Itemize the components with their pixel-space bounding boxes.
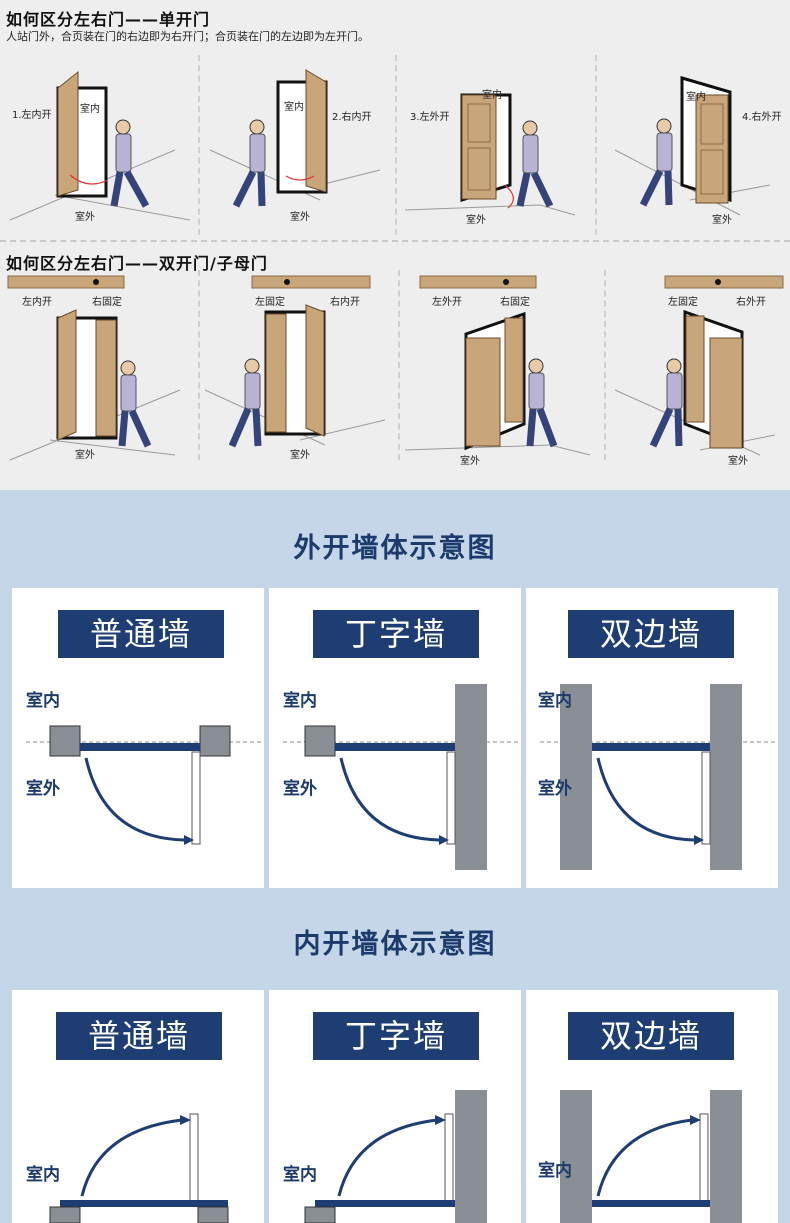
outside-label: 室外 [290,450,310,461]
card-ordinary-wall-outward: 普通墙 室内 室外 [12,588,264,888]
outside-label: 室外 [75,212,95,223]
outside-label: 室外 [466,215,486,226]
inside-label: 室内 [283,1165,317,1185]
plan-left-label: 左外开 [432,297,462,308]
divider [198,55,200,235]
wall-type-badge: 双边墙 [568,1012,734,1060]
divider [198,270,200,460]
single-door-title: 如何区分左右门——单开门 [6,10,211,29]
outward-ordinary-diagram [26,725,262,845]
outside-label: 室外 [460,456,480,467]
inside-label: 室内 [538,1161,572,1181]
inward-t-wall-diagram [304,1090,487,1223]
panel-label: 2.右内开 [332,112,372,123]
wall-type-badge: 双边墙 [568,610,734,658]
card-ordinary-wall-inward: 普通墙 室内 [12,990,264,1223]
panel-label: 1.左内开 [12,110,52,121]
panel-label: 3.左外开 [410,112,450,123]
inward-section-title: 内开墙体示意图 [293,929,497,960]
wall-diagram-panel: 外开墙体示意图 普通墙 室内 室外 丁字墙 室内 室外 [0,490,790,1223]
divider [395,55,397,235]
plan-right-label: 右外开 [736,297,766,308]
outside-label: 室外 [26,779,60,799]
divider [595,55,597,235]
panel-label: 4.右外开 [742,112,782,123]
outward-t-wall-diagram [283,684,519,870]
wall-type-badge: 丁字墙 [313,610,479,658]
door-guide-panel: 如何区分左右门——单开门 人站门外，合页装在门的右边即为右开门；合页装在门的左边… [0,0,790,490]
outside-label: 室外 [728,456,748,467]
divider [398,270,400,460]
double-door-illustrations [7,275,784,461]
card-t-wall-inward: 丁字墙 室内 [269,990,521,1223]
divider [0,240,790,242]
outside-label: 室外 [538,779,572,799]
inside-label: 室内 [284,102,304,113]
inside-label: 室内 [482,90,502,101]
inside-label: 室内 [283,691,317,711]
inward-ordinary-diagram [49,1113,229,1223]
person-icon [639,118,673,207]
wall-type-badge: 普通墙 [58,610,224,658]
person-icon [232,119,266,208]
single-door-subtitle: 人站门外，合页装在门的右边即为右开门；合页装在门的左边即为左开门。 [6,30,369,43]
wall-type-badge: 丁字墙 [313,1012,479,1060]
inside-label: 室内 [538,691,572,711]
plan-left-label: 左固定 [668,297,698,308]
card-t-wall-outward: 丁字墙 室内 室外 [269,588,521,888]
inside-label: 室内 [26,691,60,711]
inside-label: 室内 [686,92,706,103]
outward-section-title: 外开墙体示意图 [293,533,497,564]
inward-double-wall-diagram [560,1090,742,1223]
outward-double-wall-diagram [540,684,776,870]
inside-label: 室内 [26,1165,60,1185]
double-door-title: 如何区分左右门——双开门/子母门 [6,254,268,273]
outside-label: 室外 [712,215,732,226]
card-double-wall-outward: 双边墙 室内 室外 [526,588,778,888]
divider [604,270,606,460]
card-double-wall-inward: 双边墙 室内 [526,990,778,1223]
outside-label: 室外 [283,779,317,799]
outside-label: 室外 [290,212,310,223]
person-icon [516,120,554,208]
plan-right-label: 右内开 [330,297,360,308]
plan-left-label: 左固定 [255,297,285,308]
outside-label: 室外 [75,450,95,461]
wall-type-badge: 普通墙 [56,1012,222,1060]
plan-right-label: 右固定 [500,297,530,308]
plan-left-label: 左内开 [22,297,52,308]
plan-right-label: 右固定 [92,297,122,308]
single-door-illustrations [9,69,771,221]
person-icon [110,119,150,208]
inside-label: 室内 [80,104,100,115]
